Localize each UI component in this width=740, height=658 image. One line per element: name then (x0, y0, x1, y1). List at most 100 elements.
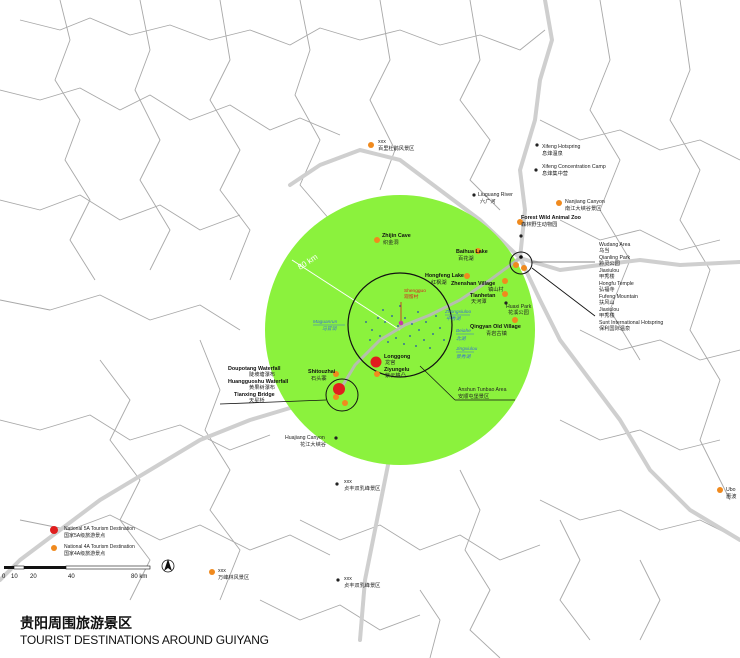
lake-label: 北湖 (456, 336, 467, 342)
destination-label: 黄果树瀑布 (249, 383, 275, 391)
destination-label: 天星桥 (249, 396, 265, 404)
cluster-list-item: Jiaxiulou (599, 268, 619, 274)
scale-tick: 10 (11, 574, 18, 580)
cluster-list-item: 扶风山 (599, 298, 615, 306)
destination-label: Tianhetan (470, 293, 495, 299)
destination-label: Anshun Tunbao Area (458, 387, 507, 393)
destination-label: 安顺屯堡景区 (458, 392, 489, 400)
radius-line (291, 259, 401, 331)
destination-label: Huangguoshu Waterfall (228, 379, 289, 385)
cluster-list-item: 黔灵公园 (599, 259, 620, 267)
lake-label: Maguanrun (313, 319, 338, 325)
scale-bar: 0 10 20 40 80 km (2, 565, 151, 580)
legend: National 5A Tourism Destination 国家5A级旅游景… (50, 526, 135, 557)
cluster-list-item: Qianling Park (599, 255, 631, 261)
destination-label: 青岩古镇 (486, 329, 507, 337)
destination-label: 石头寨 (311, 374, 327, 382)
destination-label: Zhenshan Village (451, 281, 495, 287)
destination-label: Nanjiang Canyon (565, 199, 605, 205)
destination-label: 贞丰双乳峰景区 (344, 581, 380, 589)
destination-label: 百花湖 (458, 254, 474, 262)
destination-label: 息烽集中营 (542, 169, 568, 177)
lake-label: 马官润 (322, 325, 338, 332)
destination-label: 森林野生动物园 (521, 220, 557, 228)
destination-label: Forest Wild Animal Zoo (521, 215, 582, 221)
destination-label: Zhijin Cave (382, 233, 411, 239)
destination-label: xxx (378, 139, 386, 145)
cluster-list-item: Jiaxiulou (599, 307, 619, 313)
cluster-list-item: 甲秀楼 (599, 272, 615, 280)
lake-label: 景秀湖 (456, 353, 472, 360)
destination-label: Ziyungelu (384, 367, 409, 373)
cluster-circle-huangguoshu (325, 378, 359, 412)
destination-label: Xifeng Concentration Camp (542, 164, 606, 170)
destination-label: 惠波 (726, 492, 737, 500)
destination-label: 贞丰双乳峰景区 (344, 484, 380, 492)
destination-label: 龙宫 (385, 358, 395, 366)
scale-tick: 20 (30, 574, 37, 580)
map-title-en: TOURIST DESTINATIONS AROUND GUIYANG (20, 633, 269, 647)
urban-dots (365, 305, 445, 349)
destination-label: 紫云格凸 (385, 371, 406, 379)
destination-label: Longgong (384, 354, 410, 360)
cluster-list-item: 甲秀楼 (599, 311, 615, 319)
center-label-cn: 观留村 (404, 293, 419, 300)
destination-label: Huajiang Canyon (285, 435, 325, 441)
cluster-list: Wudang Area 乌当 Qianling Park 黔灵公园 Jiaxiu… (599, 242, 663, 332)
destination-label: 花溪公园 (508, 308, 529, 316)
destination-label: Doupotang Waterfall (228, 366, 281, 372)
cluster-list-item: Wudang Area (599, 242, 630, 248)
lake-label: Jingxiulou (455, 346, 478, 352)
lake-label: 中秀湖 (446, 315, 462, 322)
destination-label: xxx (344, 576, 352, 582)
center-label: Shengguo (404, 288, 426, 294)
destination-label: Ubo (726, 487, 736, 493)
destination-label: 红枫湖 (431, 278, 447, 286)
destination-label: 天河潭 (471, 297, 487, 305)
destination-label: xxx (218, 568, 226, 574)
cluster-list-item: Sunt International Hotspring (599, 320, 663, 326)
destination-label: Qingyan Old Village (470, 324, 521, 330)
lake-labels: Maguanrun 马官润 Zhongxiuloo 中秀湖 Beiahe 北湖 … (313, 309, 478, 360)
legend-5a-label-cn: 国家5A级旅游景点 (64, 532, 105, 539)
cluster-list-item: 乌当 (599, 246, 609, 254)
destination-label: Huaxi Park (506, 304, 532, 310)
destination-label: 百里杜鹃风景区 (378, 144, 414, 152)
destination-label: 六广河 (480, 197, 496, 205)
roads-in-zone (338, 256, 522, 392)
destination-label: Tianxing Bridge (234, 392, 275, 398)
scale-tick: 80 km (131, 574, 147, 580)
destination-label: Xifeng Hotspring (542, 144, 580, 150)
legend-4a-label: National 4A Tourism Destination (64, 544, 135, 550)
map-title-cn: 贵阳周围旅游景区 (20, 616, 132, 632)
destination-label: 花江大峡谷 (300, 440, 327, 448)
destination-label: Shitouzhai (308, 369, 336, 375)
cluster-circle-guiyang-city (509, 251, 533, 275)
destination-label: Baihua Lake (456, 249, 488, 255)
cluster-list-item: 弘福寺 (599, 285, 615, 293)
destination-label: 织金洞 (383, 238, 399, 246)
legend-4a-label-cn: 国家4A级旅游景点 (64, 550, 105, 557)
destination-label: 万峰林风景区 (218, 573, 249, 581)
destination-label: xxx (344, 479, 352, 485)
legend-5a-label: National 5A Tourism Destination (64, 526, 135, 532)
scale-tick: 0 (2, 574, 6, 580)
lake-label: Zhongxiuloo (444, 309, 471, 315)
center-marker: Shengguo 观留村 (398, 288, 426, 326)
lake-label: Beiahe (456, 328, 471, 334)
destination-label: 陡坡塘瀑布 (249, 370, 275, 378)
destination-label: Hongfeng Lake (425, 273, 464, 279)
scale-tick: 40 (68, 574, 75, 580)
north-arrow-icon (161, 559, 175, 573)
cluster-list-item: Fufeng Mountain (599, 294, 638, 300)
destination-label: 南江大峡谷景区 (565, 204, 601, 212)
legend-5a-marker (50, 526, 58, 534)
cluster-list-item: 保利国际温泉 (599, 324, 631, 332)
legend-4a-marker (51, 545, 57, 551)
destination-label: Liuguang River (478, 192, 513, 198)
destination-label: 息烽温泉 (542, 149, 564, 157)
destination-label: 镇山村 (488, 285, 504, 293)
